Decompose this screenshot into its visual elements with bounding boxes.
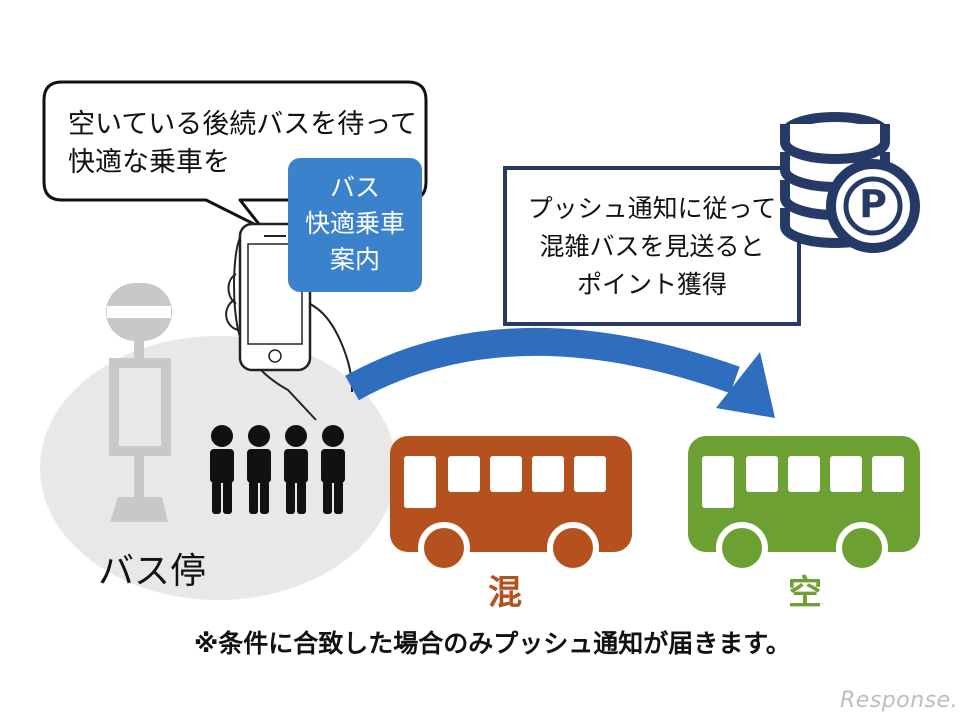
crowded-bus-icon — [390, 436, 632, 574]
reward-box — [503, 166, 801, 326]
reward-box-line-2: 混雑バスを見送ると — [539, 232, 765, 261]
crowded-bus-label: 混 — [488, 573, 522, 613]
arrow-head-icon — [716, 352, 775, 418]
bus-stop-sign-icon — [106, 283, 172, 522]
app-icon — [288, 158, 422, 292]
reward-box-line-1: プッシュ通知に従って — [527, 194, 777, 223]
app-icon-line-3: 案内 — [329, 245, 380, 274]
point-letter: P — [859, 182, 887, 226]
reward-box-line-3: ポイント獲得 — [576, 270, 727, 299]
speech-bubble-line-1: 空いている後続バスを待って — [68, 109, 417, 140]
speech-bubble-line-2: 快適な乗車を — [68, 147, 230, 178]
curved-arrow-icon — [345, 327, 740, 401]
app-icon-line-2: 快適乗車 — [304, 209, 405, 238]
coin-point-icon — [780, 112, 920, 253]
empty-bus-label: 空 — [788, 573, 822, 613]
waiting-people-icon — [210, 425, 345, 514]
app-icon-line-1: バス — [329, 173, 380, 202]
empty-bus-icon — [688, 436, 920, 574]
footnote: ※条件に合致した場合のみプッシュ通知が届きます。 — [194, 629, 791, 658]
response-watermark: Response. — [840, 688, 959, 713]
bus-stop-label: バス停 — [98, 551, 207, 592]
